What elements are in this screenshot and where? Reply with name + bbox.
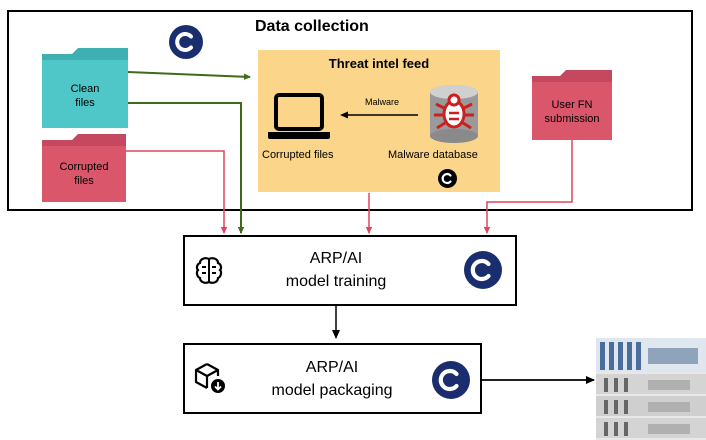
packaging-line1: ARP/AI	[305, 359, 359, 376]
server-rack-image	[596, 338, 706, 440]
package-download-icon	[194, 363, 225, 393]
data-collection-title: Data collection	[255, 18, 369, 35]
clean-files-folder: Clean files	[42, 46, 128, 128]
training-refresh-icon	[464, 251, 502, 289]
user-fn-label: User FN submission	[544, 99, 600, 125]
laptop-label: Corrupted files	[262, 149, 334, 161]
brain-icon	[195, 257, 223, 284]
threat-intel-feed-title: Threat intel feed	[328, 56, 430, 71]
training-line2: model training	[285, 273, 387, 290]
packaging-refresh-icon	[432, 361, 470, 399]
malware-arrow	[340, 111, 418, 119]
refresh-icon	[169, 25, 203, 59]
corrupted-files-folder-label: Corrupted files	[59, 161, 109, 187]
refresh-small-icon	[438, 169, 457, 188]
user-fn-folder: User FN submission	[532, 68, 612, 140]
clean-files-label: Clean files	[70, 83, 100, 109]
model-training-box	[183, 235, 517, 306]
malware-database-icon	[430, 85, 478, 143]
malware-arrow-label: Malware	[365, 97, 400, 107]
malware-database-label: Malware database	[388, 149, 478, 161]
laptop-icon	[268, 93, 330, 139]
corrupted-files-folder: Corrupted files	[42, 132, 126, 202]
training-line1: ARP/AI	[309, 250, 363, 267]
packaging-line2: model packaging	[271, 382, 393, 399]
